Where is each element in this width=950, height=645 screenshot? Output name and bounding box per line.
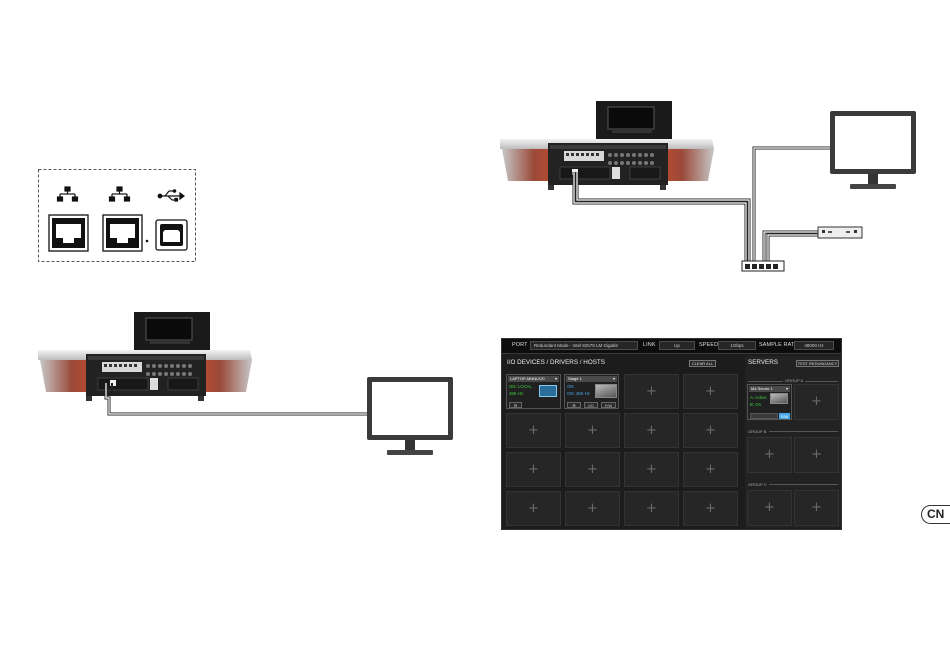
server-card[interactable]: M4 Server 1▾ A: Active B: On F/W [747,384,792,420]
io-section-title: I/O DEVICES / DRIVERS / HOSTS [507,359,605,366]
add-icon: + [528,501,539,516]
laptop-icon [539,385,557,397]
empty-device-slot[interactable]: + [683,491,738,526]
empty-device-slot[interactable]: + [683,413,738,448]
speed-label: SPEED [699,342,719,348]
server-slider[interactable] [750,413,778,419]
server-name[interactable]: M4 Server 1▾ [749,386,790,392]
empty-device-slot[interactable]: + [506,413,561,448]
io-button[interactable]: I/O [584,402,598,408]
link-value: Up [659,341,695,350]
empty-device-slot[interactable]: + [624,452,679,487]
mixing-console-icon [499,100,715,191]
monitor-icon [367,377,453,455]
add-icon: + [764,447,775,462]
add-icon: + [646,423,657,438]
empty-device-slot[interactable]: + [565,413,620,448]
network-switch-icon [741,260,785,272]
empty-device-slot[interactable]: + [506,452,561,487]
add-icon: + [705,423,716,438]
add-icon: + [646,501,657,516]
stage-box-icon [817,226,863,239]
empty-device-slot[interactable]: + [506,491,561,526]
usb-b-port-icon [155,219,188,251]
clear-all-button[interactable]: CLEAR ALL [689,360,716,367]
network-icon [108,186,131,202]
empty-device-slot[interactable]: + [624,413,679,448]
device-card[interactable]: Stagé 1▾ ON ON: 48K Hz ⚙ I/O F/W [564,374,619,409]
sample-rate-value: 48000 Hz [794,341,834,350]
settings-button[interactable]: ⚙ [567,402,581,408]
link-label: LINK [643,342,656,348]
test-redundancy-button[interactable]: TEST REDUNDANCY [796,360,839,367]
divider [769,484,838,485]
divider [769,431,838,432]
mixing-console-icon [37,311,253,402]
add-icon: + [646,384,657,399]
settings-button[interactable]: ⚙ [509,402,522,408]
servers-section: SERVERS TEST REDUNDANCY GROUP A M4 Serve… [745,356,841,528]
device-rate: 48K Hz [509,391,524,396]
device-card[interactable]: LAPTOP-MNNLKZI▾ ON: LOCAL 48K Hz ⚙ [506,374,561,409]
empty-device-slot[interactable]: + [565,491,620,526]
empty-server-slot[interactable]: + [747,437,792,473]
language-badge: CN [921,505,950,524]
servers-title: SERVERS [748,359,778,366]
rj45-port-icon [48,214,89,252]
mixer-thumbnail-icon [595,384,617,398]
group-b-label: GROUP B [748,429,767,434]
add-icon: + [528,423,539,438]
group-c-label: GROUP C [748,482,767,487]
add-icon: + [705,384,716,399]
server-status: A: Active [750,395,767,400]
empty-server-slot[interactable]: + [794,437,839,473]
add-icon: + [528,462,539,477]
top-bar: PORT Redundant Mode - Intel 82579 LM Gig… [502,339,841,354]
port-label: PORT [512,342,528,348]
monitor-icon [830,111,916,189]
add-icon: + [811,394,822,409]
add-icon: + [646,462,657,477]
add-icon: + [587,501,598,516]
network-icon [56,186,79,202]
server-status-b: B: On [750,402,761,407]
usb-icon [157,189,185,202]
device-status: ON: LOCAL [509,384,532,389]
empty-device-slot[interactable]: + [683,374,738,409]
empty-device-slot[interactable]: + [624,374,679,409]
add-icon: + [764,500,775,515]
dante-controller-window: PORT Redundant Mode - Intel 82579 LM Gig… [501,338,842,530]
firmware-button[interactable]: F/W [601,402,616,408]
empty-server-slot[interactable]: + [747,490,792,526]
empty-server-slot[interactable]: + [794,490,839,526]
device-rate: ON: 48K Hz [567,391,590,396]
group-a-label: GROUP A [783,378,806,383]
speed-value: 1Gbps [718,341,756,350]
add-icon: + [811,500,822,515]
sample-rate-label: SAMPLE RATE [759,342,799,348]
empty-server-slot[interactable]: + [794,384,839,420]
empty-device-slot[interactable]: + [624,491,679,526]
server-thumbnail-icon [770,393,788,404]
add-icon: + [587,462,598,477]
device-name[interactable]: Stagé 1▾ [566,376,617,382]
add-icon: + [587,423,598,438]
rj45-port-icon [102,214,143,252]
empty-device-slot[interactable]: + [565,452,620,487]
device-name[interactable]: LAPTOP-MNNLKZI▾ [508,376,559,382]
add-icon: + [705,462,716,477]
add-icon: + [705,501,716,516]
empty-device-slot[interactable]: + [683,452,738,487]
server-firmware-button[interactable]: F/W [779,413,790,419]
port-select[interactable]: Redundant Mode - Intel 82579 LM Gigabit [530,341,638,350]
port-panel [38,169,196,262]
add-icon: + [811,447,822,462]
io-devices-section: I/O DEVICES / DRIVERS / HOSTS CLEAR ALL … [504,356,742,528]
device-status: ON [567,384,574,389]
